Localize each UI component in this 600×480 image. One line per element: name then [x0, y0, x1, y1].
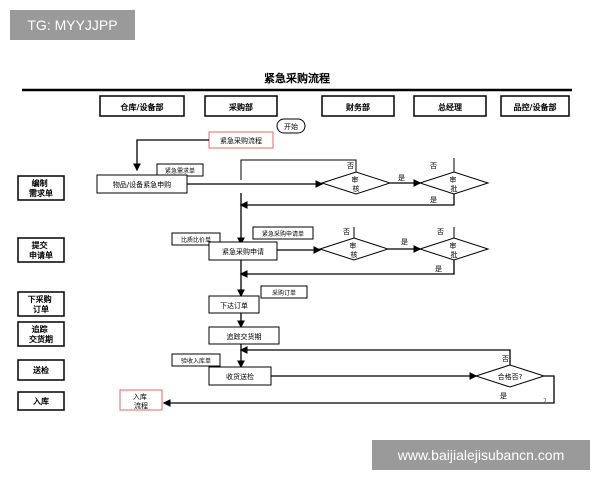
- receipt-doc-label: 验收入库单: [181, 357, 211, 365]
- place-order-label: 下达订单: [220, 301, 248, 310]
- approve2-top: 审: [449, 241, 456, 250]
- connector-approve2-yes: [239, 260, 455, 278]
- review2-top: 审: [349, 241, 356, 250]
- row-label-track: 追踪 交货期: [17, 321, 65, 347]
- column-header-purchasing-label: 采购部: [228, 102, 253, 112]
- po-doc-label: 采购订单: [272, 289, 296, 297]
- approve1-no-label: 否: [430, 162, 437, 170]
- start-node: 开始: [276, 118, 306, 134]
- row-label-compile-line1: 编制: [32, 178, 48, 188]
- approve1-yes-label: 是: [430, 196, 437, 204]
- svg-text:审 核: 审 核: [349, 241, 358, 259]
- page-number: 7: [543, 398, 547, 405]
- row-label-stock-in-text: 入库: [32, 396, 49, 406]
- row-label-track-line2: 交货期: [29, 334, 53, 344]
- qualified-label: 合格否?: [498, 372, 523, 381]
- approve1-bottom: 批: [451, 184, 458, 193]
- flow-node: 紧急采购流程: [208, 131, 274, 149]
- compare-doc-node: 比质比价单: [171, 232, 221, 246]
- qualified-yes-label: 是: [500, 392, 507, 400]
- approve2-yes-label: 是: [435, 265, 442, 273]
- row-label-order-line1: 下采购: [28, 294, 52, 304]
- review1-yes-label: 是: [398, 174, 405, 182]
- column-header-warehouse: 仓库/设备部: [99, 95, 185, 117]
- svg-text:审 核: 审 核: [351, 175, 360, 193]
- svg-text:入库 流程: 入库 流程: [133, 392, 149, 410]
- approve1-top: 审: [449, 175, 456, 184]
- connector-review1-no: [240, 159, 357, 180]
- stock-flow-line2: 流程: [134, 401, 148, 410]
- track-delivery-node: 追踪交货期: [208, 326, 280, 345]
- goods-request-label: 物品/设备紧急申购: [113, 180, 171, 189]
- svg-text:提交 申请单: 提交 申请单: [29, 240, 53, 260]
- row-label-compile-line2: 需求单: [29, 188, 53, 198]
- request-doc-label: 紧急需求单: [165, 167, 195, 175]
- approve1-decision: 审 批: [418, 171, 490, 195]
- review1-no-label: 否: [347, 162, 354, 170]
- receive-inspect-label: 收货送检: [226, 372, 254, 381]
- review2-bottom: 核: [351, 250, 358, 259]
- row-label-submit-line1: 提交: [32, 240, 48, 250]
- column-header-purchasing: 采购部: [204, 95, 278, 117]
- stock-flow-node: 入库 流程: [119, 389, 163, 411]
- connector-qualified-yes: [162, 375, 555, 407]
- start-node-label: 开始: [284, 122, 298, 131]
- track-delivery-label: 追踪交货期: [227, 332, 262, 341]
- compare-doc-label: 比质比价单: [181, 236, 211, 244]
- watermark-bottom: www.baijialejisubancn.com: [372, 440, 590, 470]
- review1-bottom: 核: [353, 184, 360, 193]
- connector-flow-to-goods: [133, 139, 209, 172]
- row-label-inspect-text: 送检: [32, 365, 49, 375]
- apply-node: 紧急采购申请: [208, 241, 278, 261]
- column-header-qc-label: 品控/设备部: [514, 102, 557, 112]
- apply-doc-node: 紧急采购申请单: [252, 226, 314, 240]
- flow-node-label: 紧急采购流程: [220, 136, 262, 145]
- svg-text:下采购 订单: 下采购 订单: [28, 294, 55, 314]
- apply-label: 紧急采购申请: [222, 247, 264, 256]
- column-header-gm: 总经理: [413, 95, 487, 117]
- place-order-node: 下达订单: [208, 295, 260, 314]
- review1-decision: 审 核: [320, 171, 392, 195]
- svg-text:追踪 交货期: 追踪 交货期: [29, 324, 53, 344]
- approve2-no-label: 否: [437, 228, 444, 236]
- review1-top: 审: [351, 175, 358, 184]
- receipt-doc-node: 验收入库单: [171, 353, 221, 367]
- apply-doc-label: 紧急采购申请单: [262, 230, 304, 238]
- approve2-bottom: 批: [451, 250, 458, 259]
- row-label-submit: 提交 申请单: [17, 237, 65, 263]
- row-label-order-line2: 订单: [33, 304, 49, 314]
- svg-text:审 批: 审 批: [449, 241, 458, 259]
- request-doc-node: 紧急需求单: [156, 163, 204, 177]
- qualified-decision: 合格否?: [474, 364, 546, 388]
- column-header-finance: 财务部: [321, 95, 395, 117]
- svg-text:编制 需求单: 编制 需求单: [29, 178, 53, 198]
- watermark-top: TG: MYYJJPP: [10, 10, 135, 40]
- row-label-order: 下采购 订单: [17, 291, 65, 317]
- diagram-title: 紧急采购流程: [264, 71, 330, 85]
- review2-no-label: 否: [343, 228, 350, 236]
- column-header-qc: 品控/设备部: [500, 95, 570, 117]
- po-doc-node: 采购订单: [260, 285, 308, 299]
- approve2-decision: 审 批: [418, 237, 490, 261]
- connector-approve1-yes: [239, 194, 455, 209]
- svg-text:审 批: 审 批: [449, 175, 458, 193]
- column-header-finance-label: 财务部: [345, 102, 370, 112]
- review2-yes-label: 是: [401, 238, 408, 246]
- row-label-track-line1: 追踪: [32, 324, 48, 334]
- qualified-no-label: 否: [502, 355, 509, 363]
- row-label-inspect: 送检: [17, 359, 65, 381]
- receive-inspect-node: 收货送检: [208, 366, 272, 386]
- row-label-submit-line2: 申请单: [29, 250, 53, 260]
- goods-request-node: 物品/设备紧急申购: [96, 174, 188, 194]
- review2-decision: 审 核: [318, 237, 390, 261]
- stock-flow-line1: 入库: [133, 392, 147, 401]
- row-label-stock-in: 入库: [17, 391, 65, 411]
- column-header-warehouse-label: 仓库/设备部: [120, 102, 164, 112]
- column-header-gm-label: 总经理: [438, 102, 462, 112]
- connector-qualified-no: [239, 346, 511, 365]
- row-label-compile: 编制 需求单: [17, 175, 65, 201]
